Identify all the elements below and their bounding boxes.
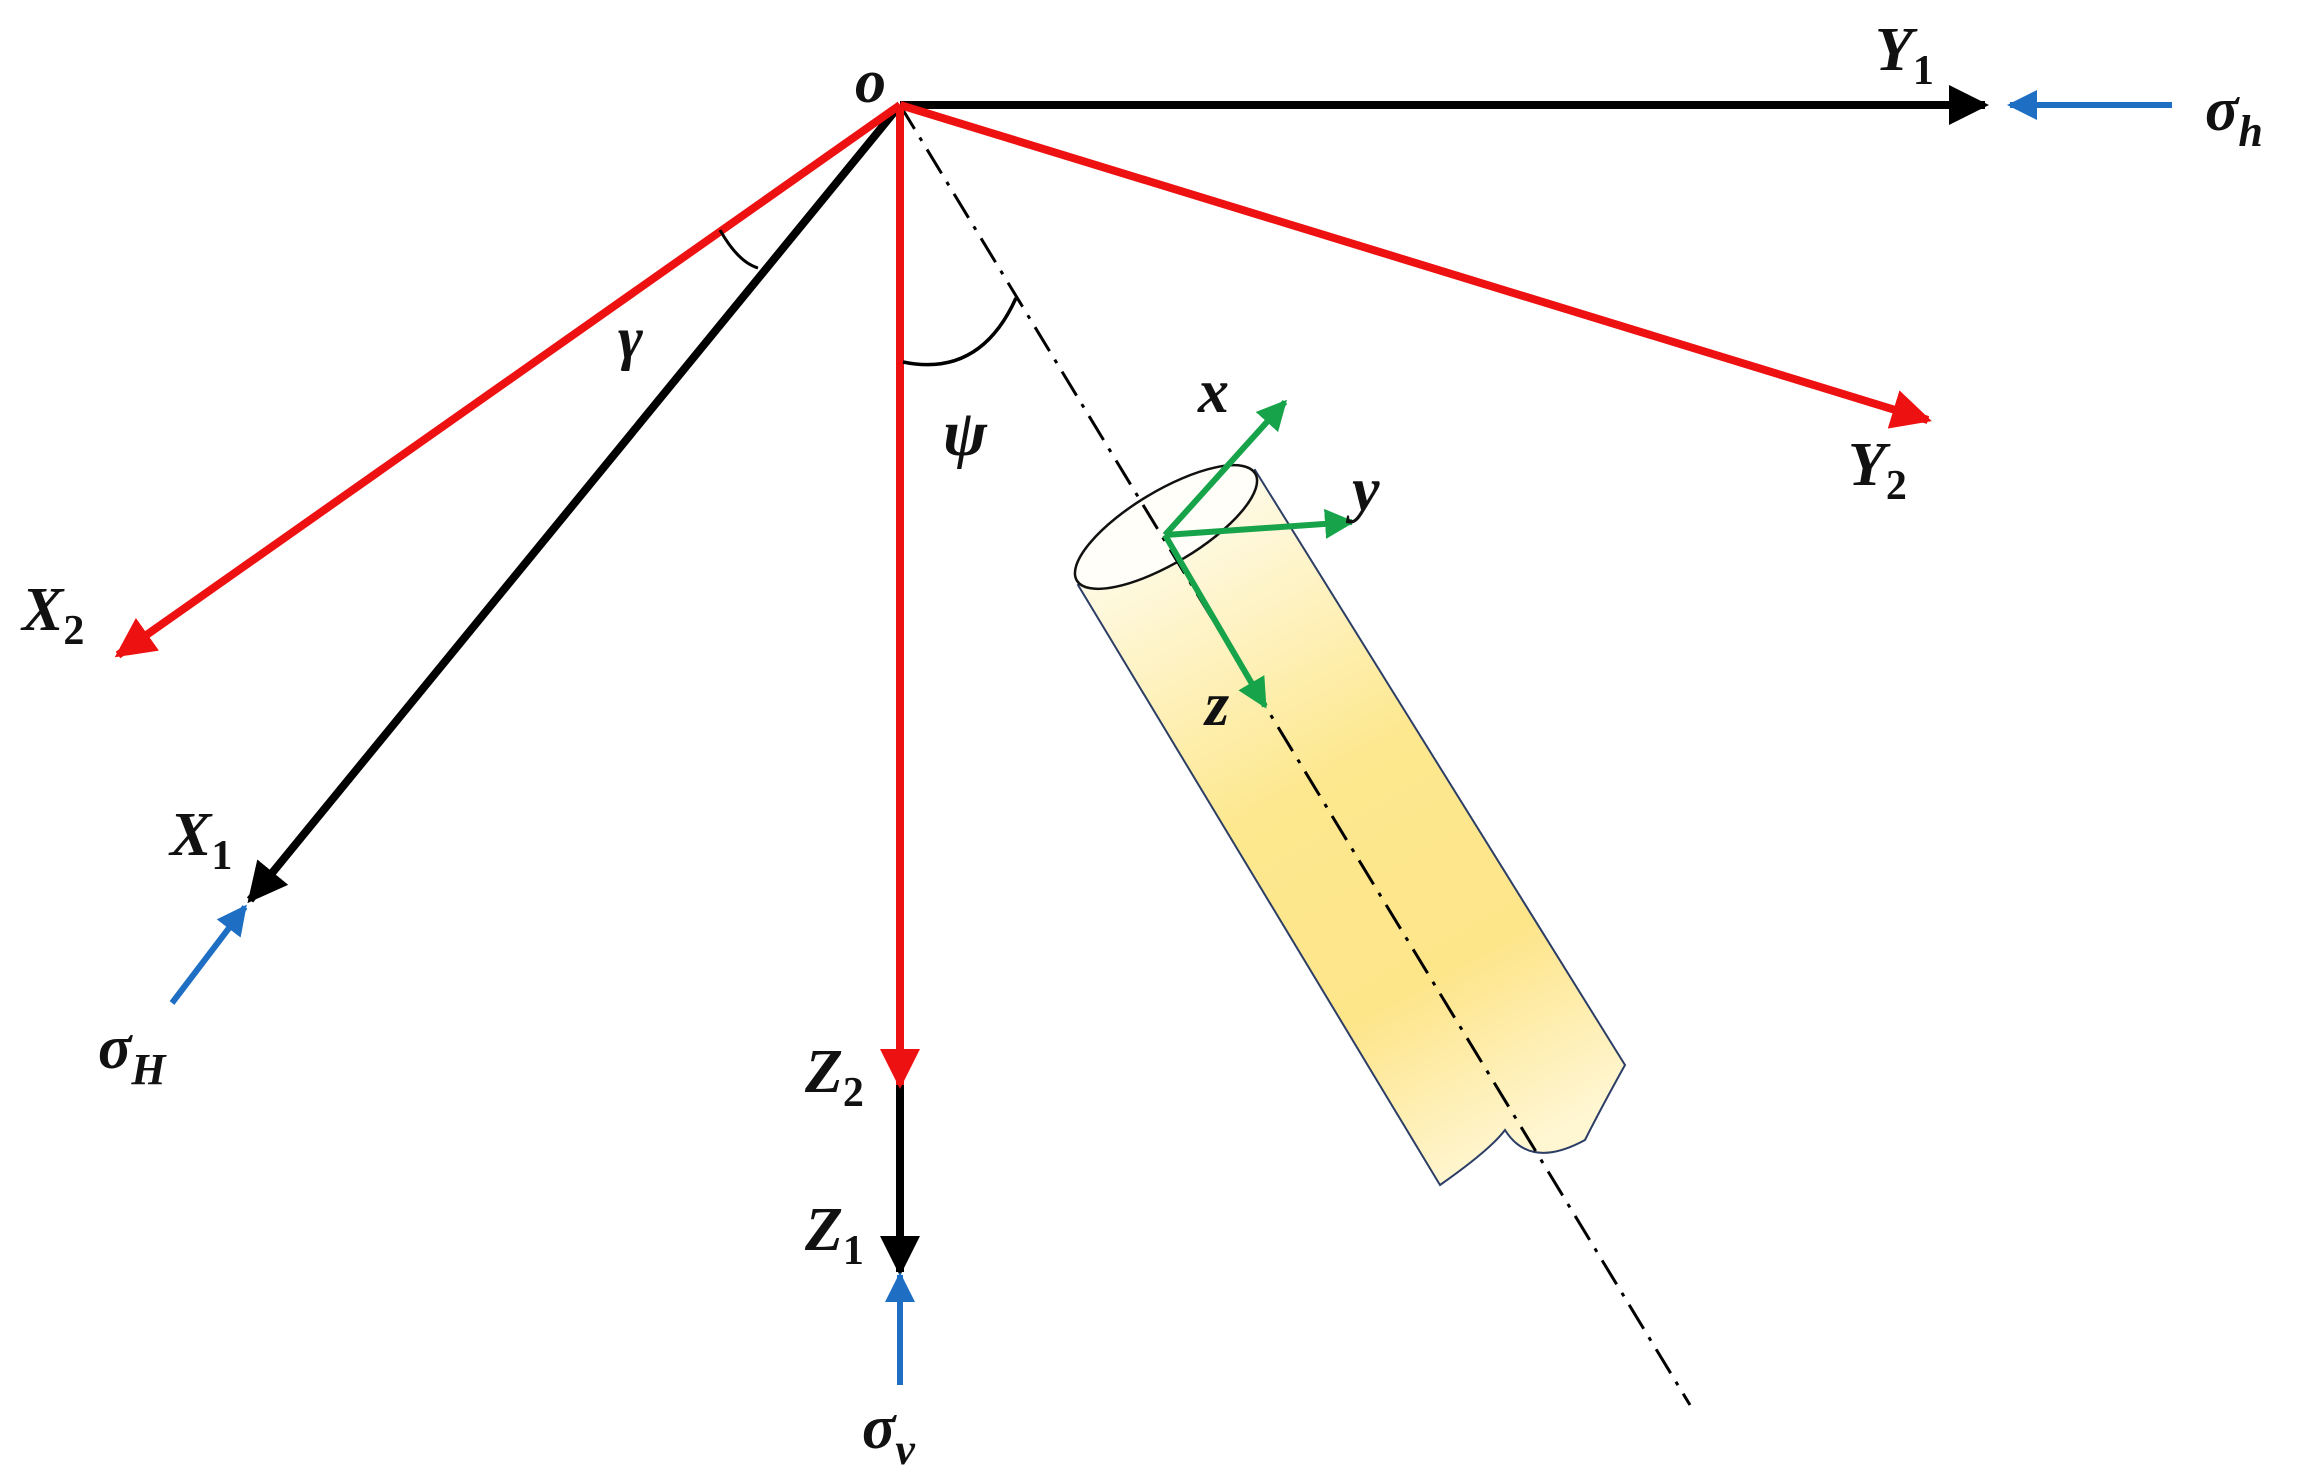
origin-label: o [855,48,886,116]
cylinder-wellbore-icon [1076,468,1627,1187]
borehole-axis-line [898,104,1692,1406]
y2-axis [898,101,1932,429]
x1-label: X1 [168,801,232,879]
gamma-angle-arc [718,229,759,270]
wellbore-top-ellipse [1073,463,1259,591]
psi-label: ψ [943,397,988,470]
y2-label: Y2 [1848,431,1907,509]
x2-label: X2 [20,576,84,654]
local-z-axis [1162,533,1268,709]
z2-label: Z2 [804,1038,864,1116]
local-x-label: x [1197,358,1229,426]
x2-axis [114,101,903,659]
z1-label: Z1 [804,1196,864,1274]
sigma-h-label: σh [2205,76,2263,156]
x1-axis [246,102,904,904]
wellbore [1073,463,1627,1187]
sigma-H-label: σH [98,1014,167,1094]
local-x-axis [1162,399,1288,538]
local-z-label: z [1203,671,1229,739]
local-y-axis [1164,508,1355,539]
y1-label: Y1 [1875,16,1934,94]
gamma-label: γ [618,305,643,371]
sigma-H-arrow [169,904,248,1005]
psi-angle-arc [902,297,1018,367]
local-y-label: y [1345,456,1380,524]
sigma-v-label: σv [862,1394,915,1474]
